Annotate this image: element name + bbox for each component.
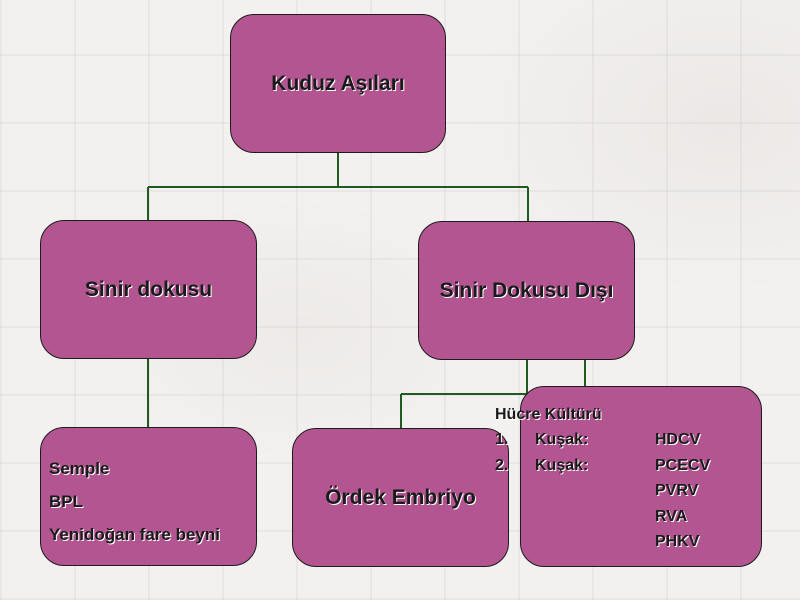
list-item: PHKV [495,530,765,556]
node-sinir-dokusu-list: Semple BPL Yenidoğan fare beyni [40,427,257,566]
generation-label: Kuşak: [535,456,589,474]
list-item: RVA [495,505,765,531]
node-ordek-embriyo: Ördek Embriyo [292,428,509,567]
vaccine-name: PHKV [655,533,700,550]
list-item: 1. Kuşak: HDCV [495,428,765,454]
list-item: 2. Kuşak: PCECV [495,454,765,480]
vaccine-name: HDCV [655,431,701,448]
node-sinir-dokusu: Sinir dokusu [40,220,257,359]
node-label: Sinir dokusu [84,277,213,301]
list-item: Yenidoğan fare beyni [49,525,220,544]
connector-disi-children [400,360,586,428]
vaccine-name: PCECV [655,456,711,474]
node-label: Kuduz Aşıları [271,71,405,95]
node-label: Sinir Dokusu Dışı [439,278,614,302]
connector-root-children [147,153,529,221]
list-item: BPL [49,492,83,511]
node-sinir-dokusu-disi: Sinir Dokusu Dışı [418,221,635,360]
list-number: 2. [495,456,509,474]
list-item: Semple [49,459,110,478]
node-kuduz-asilari: Kuduz Aşıları [230,14,446,153]
node-hucre-kulturu [520,386,762,567]
generation-label: Kuşak: [535,431,589,448]
list-item: PVRV [495,479,765,505]
list-number: 1. [495,431,509,448]
vaccine-name: PVRV [655,482,699,499]
hucre-kulturu-title: Hücre Kültürü [495,406,602,423]
node-label: Ördek Embriyo [325,485,476,509]
vaccine-name: RVA [655,507,688,525]
hucre-kulturu-content: Hücre Kültürü 1. Kuşak: HDCV 2. Kuşak: P… [495,404,765,556]
